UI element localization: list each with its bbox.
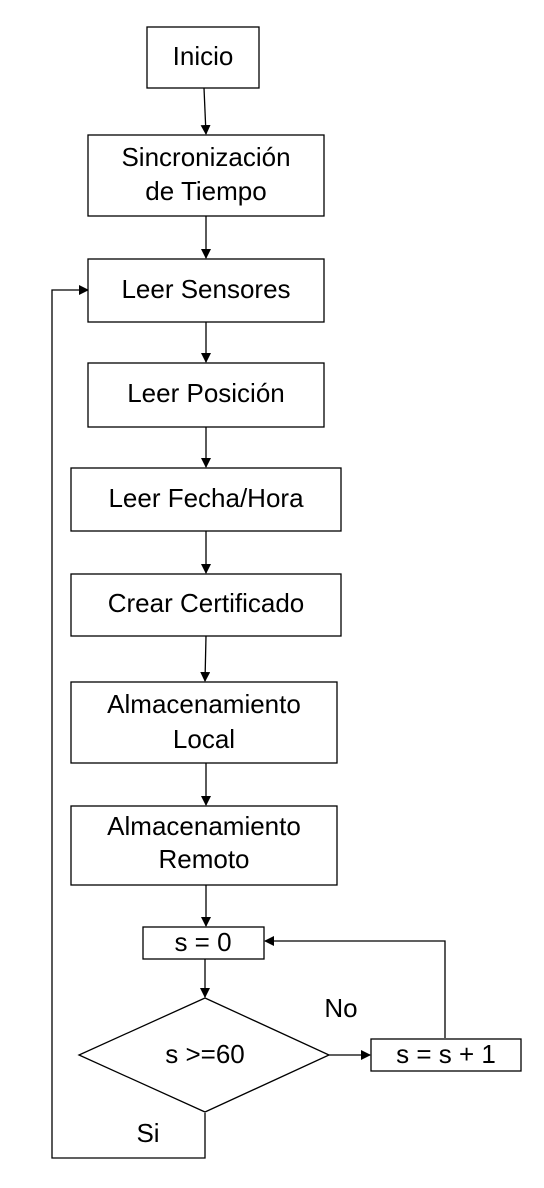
node-almacenamiento-local: Almacenamiento Local [70, 681, 338, 764]
node-sincronizacion: Sincronización de Tiempo [87, 134, 325, 217]
node-almacenamiento-remoto-line1: Almacenamiento [107, 811, 301, 841]
node-almacenamiento-remoto-line2: Remoto [158, 844, 249, 874]
node-decision-label: s >=60 [165, 1039, 245, 1069]
node-inicio-label: Inicio [173, 41, 234, 71]
node-leer-fecha: Leer Fecha/Hora [70, 467, 342, 532]
edge-decision-loop-leer-sensores [51, 285, 206, 1159]
node-leer-sensores: Leer Sensores [87, 258, 325, 323]
edges [51, 87, 446, 1159]
node-crear-certificado: Crear Certificado [70, 573, 342, 637]
node-s-cero: s = 0 [142, 926, 265, 960]
edge-incremento-s-cero [264, 936, 446, 1038]
node-crear-certificado-label: Crear Certificado [108, 588, 305, 618]
node-almacenamiento-local-line1: Almacenamiento [107, 689, 301, 719]
node-leer-posicion-label: Leer Posición [127, 378, 285, 408]
node-incremento-label: s = s + 1 [396, 1039, 496, 1069]
node-s-cero-label: s = 0 [174, 927, 231, 957]
edge-crear-certificado-almacenamiento-local [200, 635, 211, 682]
node-sincronizacion-label-line2: de Tiempo [145, 176, 266, 206]
edge-label-si: Si [136, 1118, 159, 1148]
node-leer-fecha-label: Leer Fecha/Hora [108, 483, 304, 513]
edge-label-no: No [324, 993, 357, 1023]
node-almacenamiento-remoto: Almacenamiento Remoto [70, 805, 338, 886]
node-incremento: s = s + 1 [370, 1038, 522, 1072]
edge-inicio-sincronizacion [200, 87, 211, 135]
node-inicio: Inicio [146, 26, 260, 89]
node-leer-sensores-label: Leer Sensores [121, 274, 290, 304]
node-leer-posicion: Leer Posición [87, 362, 325, 428]
node-sincronizacion-label-line1: Sincronización [121, 142, 290, 172]
node-almacenamiento-local-line2: Local [173, 724, 235, 754]
node-decision: s >=60 [77, 997, 331, 1113]
